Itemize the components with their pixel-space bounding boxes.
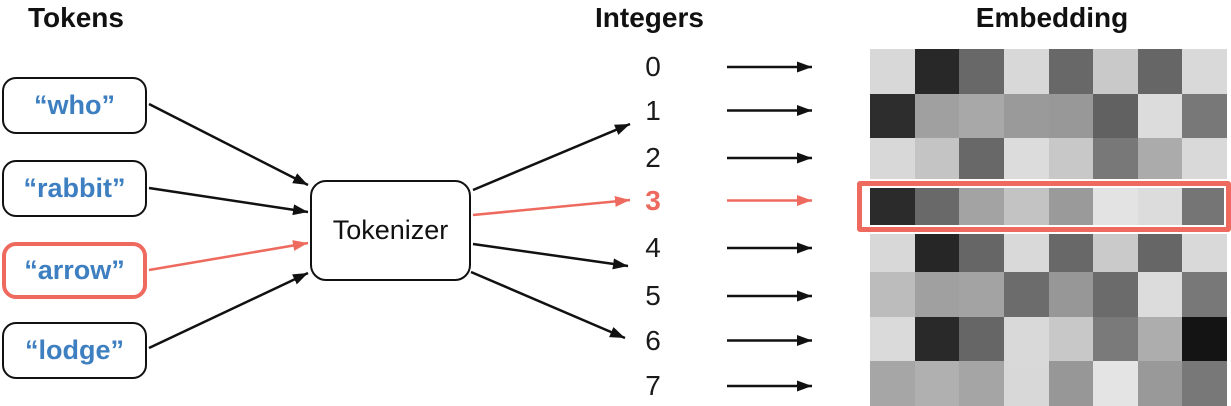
embedding-cell-r5c5 <box>1093 272 1138 317</box>
tokens-header: Tokens <box>28 2 124 33</box>
embedding-cell-r0c4 <box>1048 49 1094 94</box>
embedding-cell-r2c2 <box>959 138 1004 183</box>
embedding-cell-r6c7 <box>1182 316 1227 362</box>
embedding-cell-r7c0 <box>870 361 915 406</box>
embedding-cell-r0c1 <box>914 49 960 94</box>
embedding-cell-r4c3 <box>1003 227 1049 273</box>
embedding-cell-r7c6 <box>1137 361 1183 406</box>
integer-1: 1 <box>645 94 661 126</box>
embedding-cell-r6c6 <box>1137 316 1183 362</box>
embedding-cell-r1c1 <box>914 93 960 139</box>
embedding-cell-r1c3 <box>1003 93 1049 139</box>
embedding-cell-r3c3 <box>1003 182 1049 228</box>
embedding-cell-r4c7 <box>1182 227 1227 273</box>
embedding-cell-r4c1 <box>914 227 960 273</box>
arrow-tokenizer-to-int1 <box>472 122 631 192</box>
embedding-cell-r1c2 <box>959 93 1004 139</box>
embedding-cell-r1c6 <box>1137 93 1183 139</box>
embedding-cell-r4c5 <box>1093 227 1138 273</box>
embedding-cell-r5c3 <box>1003 272 1049 317</box>
embedding-cell-r3c7 <box>1182 182 1227 228</box>
token-label: “arrow” <box>24 255 125 285</box>
embedding-cell-r1c0 <box>870 93 915 139</box>
embedding-cell-r1c4 <box>1048 93 1094 139</box>
embedding-cell-r1c5 <box>1093 93 1138 139</box>
token-box-arrow: “arrow” <box>2 242 147 299</box>
token-box-lodge: “lodge” <box>2 322 147 379</box>
embedding-cell-r2c3 <box>1003 138 1049 183</box>
embedding-cell-r7c2 <box>959 361 1004 406</box>
embedding-cell-r6c3 <box>1003 316 1049 362</box>
embedding-cell-r3c1 <box>914 182 960 228</box>
arrow-tokenizer-to-int4 <box>472 242 629 270</box>
embedding-cell-r0c7 <box>1182 49 1227 94</box>
tokenizer-label: Tokenizer <box>332 215 449 245</box>
tokenizer-box: Tokenizer <box>310 180 471 281</box>
embedding-cell-r5c2 <box>959 272 1004 317</box>
integer-6: 6 <box>645 324 661 356</box>
token-label: “rabbit” <box>23 173 126 203</box>
embedding-cell-r2c6 <box>1137 138 1183 183</box>
embedding-cell-r7c3 <box>1003 361 1049 406</box>
embedding-cell-r2c4 <box>1048 138 1094 183</box>
embedding-cell-r5c0 <box>870 272 915 317</box>
token-box-who: “who” <box>2 77 147 134</box>
integers-header: Integers <box>595 2 704 33</box>
token-label: “who” <box>34 90 115 120</box>
embedding-cell-r3c6 <box>1137 182 1183 228</box>
embedding-cell-r6c2 <box>959 316 1004 362</box>
embedding-cell-r1c7 <box>1182 93 1227 139</box>
embedding-cell-r3c2 <box>959 182 1004 228</box>
token-label: “lodge” <box>25 335 124 365</box>
integer-4: 4 <box>645 232 661 263</box>
embedding-cell-r0c6 <box>1137 49 1183 94</box>
token-box-rabbit: “rabbit” <box>2 160 147 217</box>
embedding-matrix <box>870 49 1227 406</box>
embedding-cell-r6c5 <box>1093 316 1138 362</box>
embedding-cell-r0c5 <box>1093 49 1138 94</box>
embedding-cell-r0c0 <box>870 49 915 94</box>
embedding-cell-r7c4 <box>1048 361 1094 406</box>
embedding-cell-r2c7 <box>1182 138 1227 183</box>
embedding-cell-r6c0 <box>870 316 915 362</box>
embedding-cell-r7c7 <box>1182 361 1227 406</box>
embedding-cell-r3c4 <box>1048 182 1094 228</box>
embedding-cell-r5c4 <box>1048 272 1094 317</box>
embedding-header: Embedding <box>975 2 1129 33</box>
arrow-rabbit-to-tokenizer <box>148 186 309 216</box>
embedding-cell-r5c6 <box>1137 272 1183 317</box>
arrow-tokenizer-to-int6 <box>470 270 626 340</box>
integer-2: 2 <box>645 142 661 173</box>
integer-5: 5 <box>645 280 661 311</box>
embedding-cell-r3c0 <box>870 182 915 228</box>
embedding-cell-r6c4 <box>1048 316 1094 362</box>
embedding-cell-r6c1 <box>914 316 960 362</box>
embedding-cell-r4c6 <box>1137 227 1183 273</box>
integer-3: 3 <box>645 184 661 216</box>
integer-0: 0 <box>645 51 661 82</box>
embedding-cell-r2c1 <box>914 138 960 183</box>
integer-7: 7 <box>645 370 661 401</box>
arrow-who-to-tokenizer <box>148 102 309 187</box>
arrow-lodge-to-tokenizer <box>148 271 309 350</box>
embedding-cell-r7c1 <box>914 361 960 406</box>
embedding-cell-r4c0 <box>870 227 915 273</box>
arrow-arrow-to-tokenizer <box>148 240 309 272</box>
embedding-cell-r3c5 <box>1093 182 1138 228</box>
highlighted-row-outline <box>857 181 1231 232</box>
embedding-cell-r2c5 <box>1093 138 1138 183</box>
arrow-tokenizer-to-int3 <box>472 195 631 217</box>
embedding-cell-r4c2 <box>959 227 1004 273</box>
embedding-cell-r7c5 <box>1093 361 1138 406</box>
embedding-cell-r4c4 <box>1048 227 1094 273</box>
embedding-cell-r0c2 <box>959 49 1004 94</box>
embedding-cell-r0c3 <box>1003 49 1049 94</box>
embedding-cell-r5c7 <box>1182 272 1227 317</box>
embedding-cell-r5c1 <box>914 272 960 317</box>
embedding-cell-r2c0 <box>870 138 915 183</box>
